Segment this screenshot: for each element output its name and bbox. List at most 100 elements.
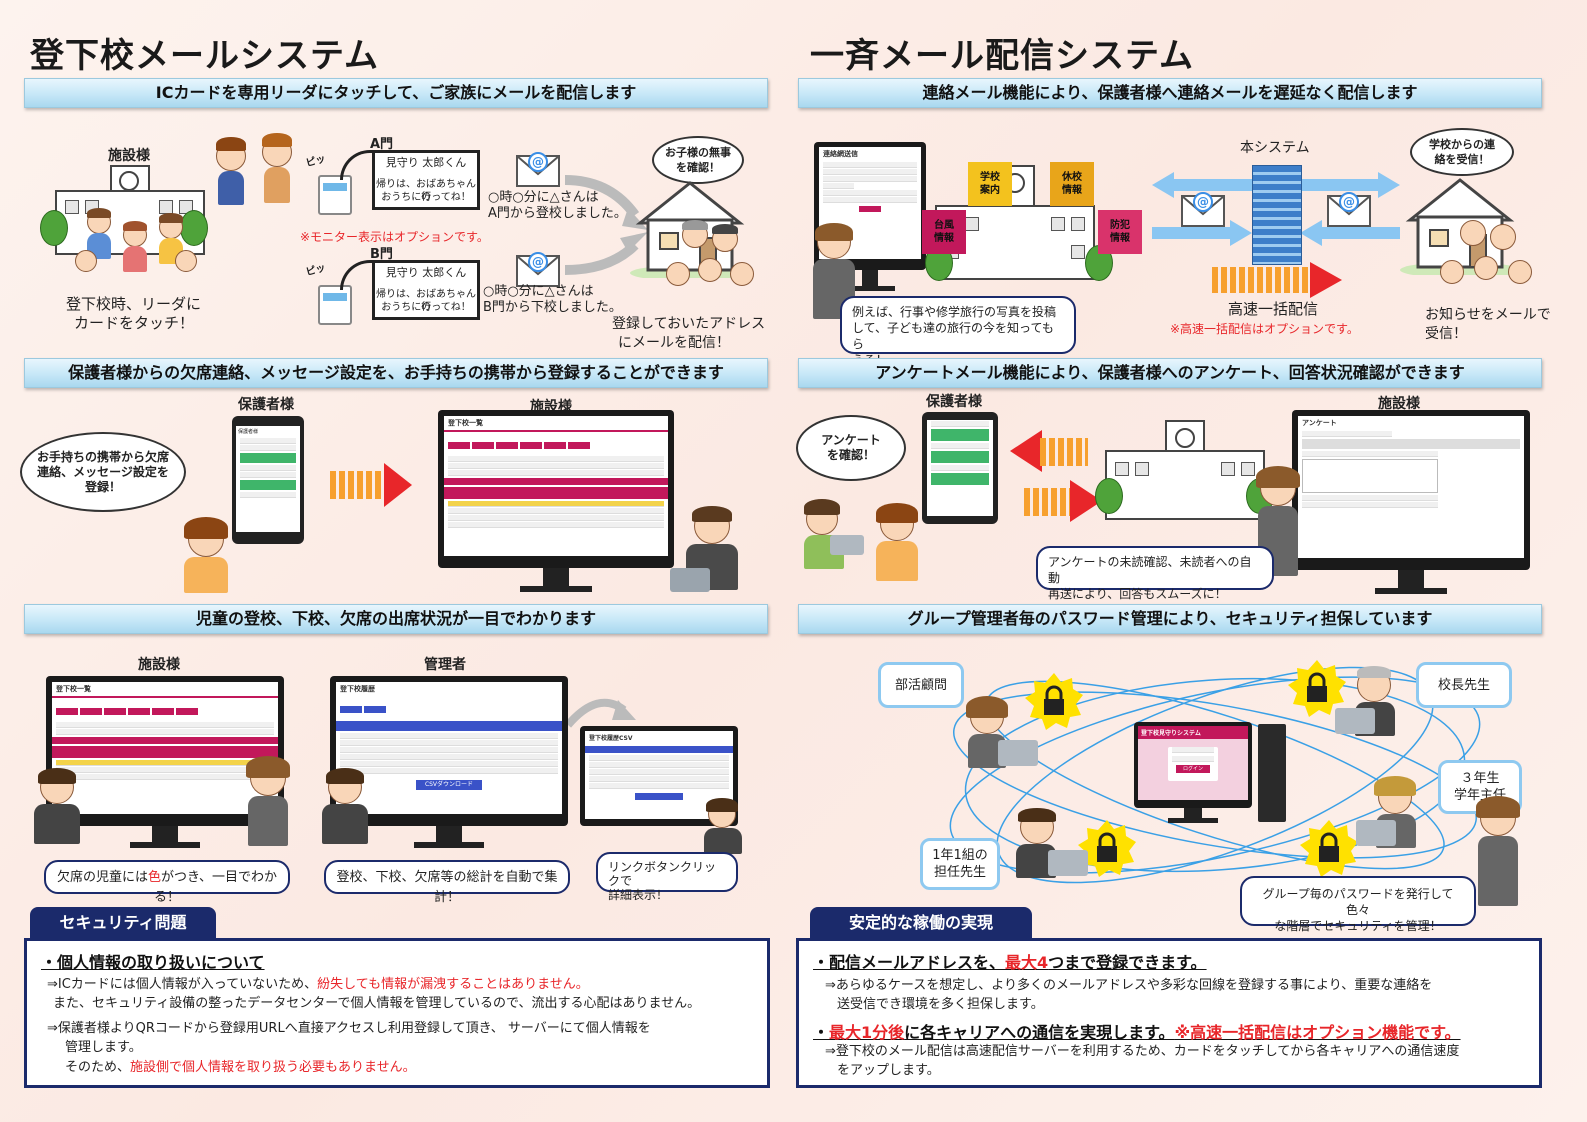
presenter-illustration [1250, 466, 1310, 600]
sec5-screen3-title: 登下校履歴CSV [589, 735, 633, 742]
tag-typhoon-info: 台風 情報 [922, 210, 966, 254]
sec6-callout: グループ毎のパスワードを発行して色々 な階層でセキュリティを管理！ [1240, 876, 1476, 933]
sec4-screen-title: アンケート [1302, 419, 1337, 427]
sec3-bubble-l3: 登録！ [84, 479, 121, 494]
mail-icon: @ [1326, 188, 1372, 228]
tag-closure-info: 休校 情報 [1050, 162, 1094, 206]
sec2-receive-l2: 受信！ [1425, 326, 1467, 342]
sec1-bubble-l2: を確認！ [676, 161, 720, 174]
stable-line2: 送受信でき環境を多く担保します。 [837, 997, 1044, 1012]
monitor-b: 見守り 太郎くん [372, 260, 480, 320]
stable-head1-b: 最大4 [1005, 953, 1049, 972]
mail-a-line2: A門から登校しました。 [488, 206, 627, 221]
sec5-callout3-l2: 詳細表示！ [608, 888, 669, 902]
blue-arrow-left-2 [1152, 220, 1252, 246]
guardians-illustration [800, 495, 930, 585]
tree [1095, 478, 1123, 514]
gray-arrow-link [568, 698, 636, 728]
monitor-a-line3: おうちに行ってね！ [381, 192, 471, 203]
svg-text:@: @ [532, 255, 544, 269]
children-illustration [75, 205, 197, 295]
svg-text:@: @ [532, 155, 544, 169]
csv-download-button[interactable]: CSVダウンロード [416, 780, 482, 790]
staff-illustration [30, 768, 90, 850]
stable-head2-c: に各キャリアへの通信を実現します。 [904, 1023, 1175, 1042]
blue-arrow-left [1152, 172, 1252, 198]
security-head: ・個人情報の取り扱いについて [41, 953, 265, 972]
sec1-result-l1: 登録しておいたアドレス [612, 316, 766, 332]
monitor-a-line1: 見守り 太郎くん [385, 156, 467, 169]
sec5-callout3-l1: リンクボタンクリックで [608, 860, 717, 888]
sec3-screen-title: 登下校一覧 [444, 416, 668, 432]
homeroom-illustration [1010, 808, 1090, 880]
sec5-monitor1: 登下校一覧 [46, 676, 284, 826]
grade-head-illustration [1356, 776, 1440, 850]
sec4-callout-l2: 再送により、回答もスムーズに！ [1048, 587, 1227, 601]
monitor-stand [436, 826, 462, 844]
sec2-receive-l1: お知らせをメールで [1425, 307, 1551, 323]
sec6-login-monitor: 登下校見守りシステム ログイン [1134, 722, 1252, 808]
lock-icon [1300, 820, 1358, 878]
orange-arrow-head [384, 463, 412, 507]
stable-head2: ・最大1分後に各キャリアへの通信を実現します。※高速一括配信はオプション機能です… [813, 1019, 1461, 1043]
beep-a: ピッ [304, 153, 327, 170]
security-line1-b: 紛失しても情報が漏洩することはありません。 [317, 977, 589, 992]
sec5-screen1-title: 登下校一覧 [52, 682, 278, 698]
smartphone: 保護者様 [232, 416, 304, 544]
monitor-stand [1398, 570, 1424, 590]
principal-illustration [1335, 666, 1415, 738]
stable-head1-c: つまで登録できます。 [1048, 953, 1207, 972]
fast-note: ※高速一括配信はオプションです。 [1170, 322, 1359, 336]
monitor-b-line3: おうちに行ってね！ [381, 302, 471, 313]
mail-icon: @ [1180, 188, 1226, 228]
staff-illustration [700, 798, 750, 856]
security-line5-b: 施設側で個人情報を取り扱う必要もありません。 [130, 1060, 416, 1075]
sec2-callout: 例えば、行事や修学旅行の写真を投稿 して、子ども達の旅行の今を知ってもら える！ [840, 296, 1076, 367]
red-arrow-right-head [1070, 480, 1102, 522]
sec3-bubble-l1: お手持ちの携帯から欠席 [36, 449, 169, 464]
sec5-callout2: 登校、下校、欠席等の総計を自動で集計！ [324, 860, 570, 905]
card-reader-a [318, 175, 352, 215]
survey-school [1105, 420, 1265, 520]
sec2-monitor: 連絡網送信 [814, 142, 926, 270]
lock-icon [1025, 673, 1083, 731]
stable-head2-a: ・ [813, 1023, 830, 1042]
family-illustration [1430, 220, 1540, 300]
admin-illustration [318, 768, 378, 850]
tablet [922, 412, 998, 524]
lock-icon [1288, 660, 1346, 718]
sec2-callout-l1: 例えば、行事や修学旅行の写真を投稿 [852, 305, 1057, 319]
stable-tab: 安定的な稼働の実現 [810, 907, 1032, 941]
sec3-facility-monitor: 登下校一覧 [438, 410, 674, 568]
stable-panel: ・配信メールアドレスを、最大4つまで登録できます。 ⇒あらゆるケースを想定し、よ… [796, 938, 1542, 1088]
security-line1-a: ⇒ICカードには個人情報が入っていないため、 [47, 977, 318, 992]
principal-label: 校長先生 [1416, 662, 1512, 708]
stable-head2-b: 最大1分後 [829, 1023, 905, 1042]
students-illustration [210, 133, 305, 215]
monitor-a: 見守り 太郎くん [372, 150, 480, 210]
fast-label: 高速一括配信 [1228, 300, 1319, 318]
sec5-callout1-c: がつき、一目でわかる！ [153, 870, 278, 905]
system-label: 本システム [1240, 140, 1310, 156]
tag-school-info: 学校 案内 [968, 162, 1012, 206]
fast-arrow-head [1310, 262, 1342, 298]
sec4-callout: アンケートの未読確認、未読者への自動 再送により、回答もスムーズに！ [1036, 546, 1274, 601]
login-button[interactable]: ログイン [1176, 765, 1210, 773]
orange-arrow [330, 471, 386, 499]
sec4-bar: アンケートメール機能により、保護者様へのアンケート、回答状況確認ができます [798, 358, 1542, 388]
tree [40, 210, 68, 246]
mail-b-line1: ○時○分に△さんは [483, 284, 594, 299]
monitor-stand [152, 826, 178, 844]
sec4-facility-label: 施設様 [1378, 396, 1420, 412]
sec1-result-l2: にメールを配信！ [618, 335, 730, 351]
sec1-caption2: カードをタッチ！ [74, 314, 195, 332]
gate-b-label: B門 [370, 247, 393, 262]
right-title: 一斉メール配信システム [810, 36, 1194, 76]
login-title: 登下校見守りシステム [1138, 726, 1248, 739]
sec5-monitor2: 登下校履歴 CSVダウンロード [330, 676, 568, 826]
security-line3: ⇒保護者様よりQRコードから登録用URLへ直接アクセスし利用登録して頂き、 サー… [47, 1021, 651, 1036]
grade-head-l1: ３年生 [1460, 771, 1500, 786]
monitor-b-line1: 見守り 太郎くん [385, 266, 467, 279]
security-line1: ⇒ICカードには個人情報が入っていないため、紛失しても情報が漏洩することはありま… [47, 976, 589, 994]
monitor-base [520, 586, 592, 592]
